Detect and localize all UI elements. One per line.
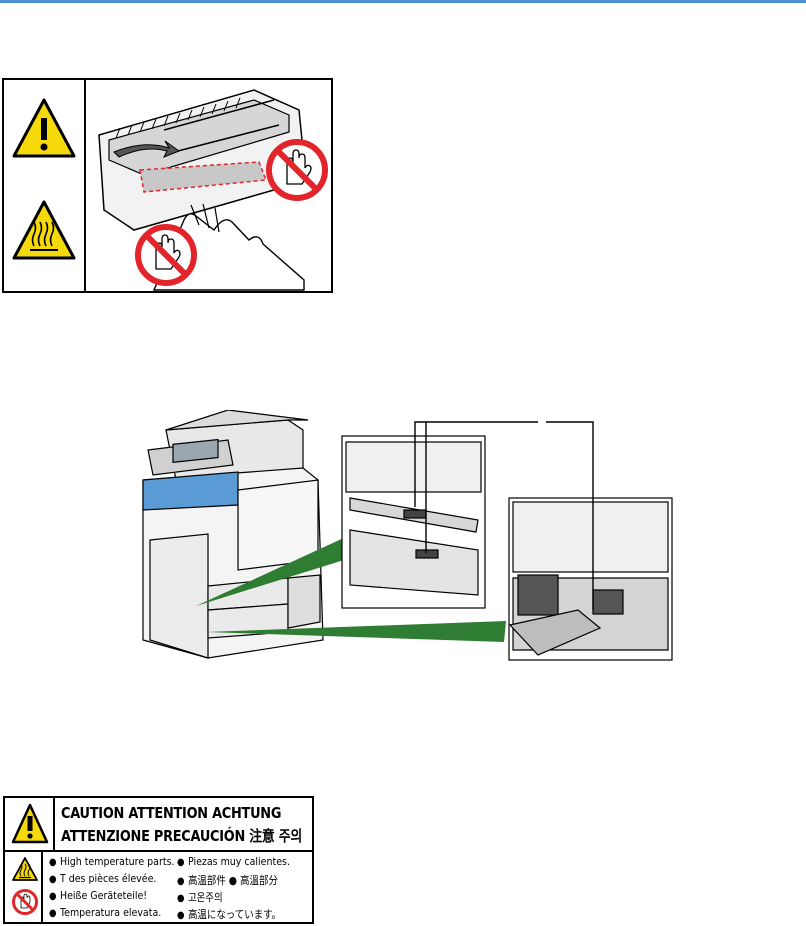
warning-item: Heiße Geräteteile!: [49, 889, 147, 902]
warning-triangle-icon: [11, 802, 49, 850]
fusing-unit-body: [99, 90, 304, 290]
no-touch-icon: [11, 888, 39, 920]
warning-item: T des pièces élevée.: [49, 872, 156, 885]
label-horizontal-divider: [5, 850, 312, 852]
warning-item: 고온주의: [177, 889, 223, 905]
no-touch-icon: [138, 227, 194, 283]
warning-item: Piezas muy calientes.: [177, 855, 290, 868]
warning-item: High temperature parts.: [49, 855, 175, 868]
copier-tray-figure: [138, 410, 678, 665]
no-touch-icon: [269, 142, 325, 198]
fusing-unit-warning-figure: [2, 78, 333, 293]
copier-machine: [143, 410, 323, 658]
upper-tray-panel: [342, 436, 485, 608]
warning-triangle-icon: [14, 100, 74, 156]
lower-tray-panel: [509, 498, 672, 660]
copier-tray-illustration: [138, 410, 678, 665]
fusing-unit-illustration: [4, 80, 331, 291]
caution-header-line-1: CAUTION ATTENTION ACHTUNG: [61, 804, 281, 822]
caution-header-line-2: ATTENZIONE PRECAUCIÓN 注意 주의: [61, 825, 302, 846]
page-top-rule: [0, 0, 806, 3]
warning-item: Temperatura elevata.: [49, 906, 161, 919]
hot-surface-icon: [12, 856, 38, 888]
warning-item: 高温部件 ● 高溫部分: [177, 872, 278, 888]
hot-surface-icon: [14, 202, 74, 258]
caution-label: CAUTION ATTENTION ACHTUNG ATTENZIONE PRE…: [3, 796, 314, 924]
label-vertical-divider-bottom: [41, 850, 43, 924]
label-vertical-divider-top: [53, 798, 55, 850]
warning-item: 高温になっています。: [177, 906, 281, 922]
